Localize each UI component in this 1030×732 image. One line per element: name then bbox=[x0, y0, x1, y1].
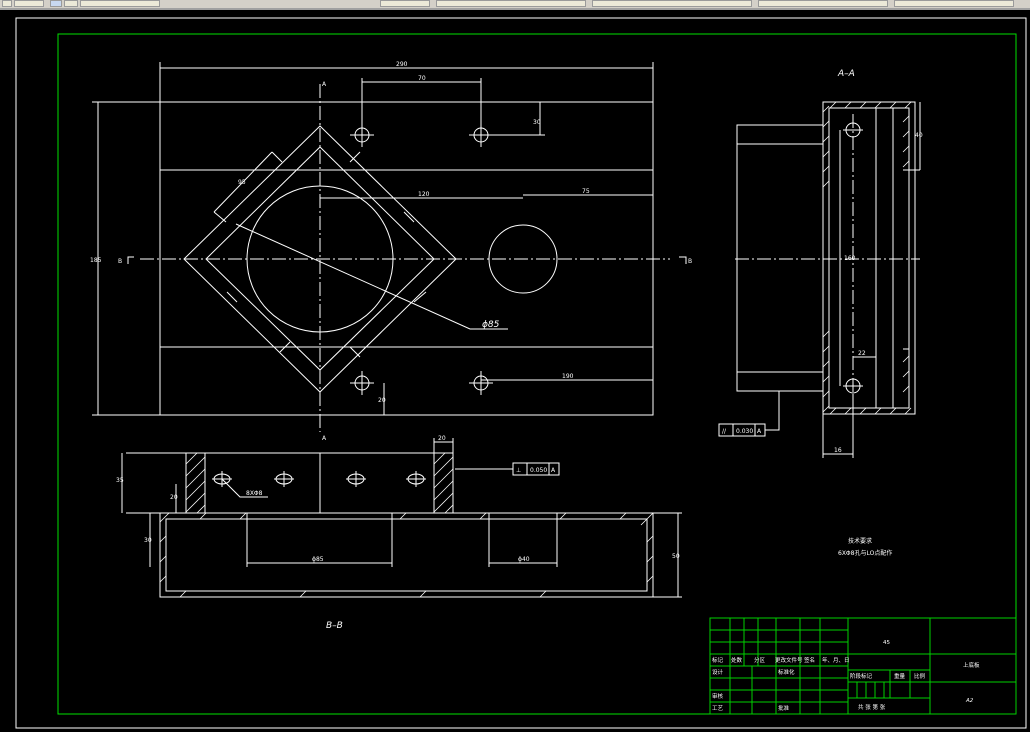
dim-offset: 75 bbox=[582, 188, 590, 195]
layer-dropdown[interactable] bbox=[436, 0, 586, 7]
dim-bb-right-h: 50 bbox=[672, 553, 680, 560]
dim-lower-y: 20 bbox=[378, 397, 386, 404]
tb-material: 45 bbox=[883, 640, 890, 646]
toolbar-dropdown[interactable] bbox=[380, 0, 430, 7]
tb-label-date: 年、月、日 bbox=[822, 656, 850, 664]
tb-label-mark: 标记 bbox=[712, 656, 724, 664]
tb-weight: 重量 bbox=[894, 672, 906, 680]
drawing-canvas[interactable]: 290 70 30 185 95 120 75 190 20 ϕ85 A A B… bbox=[0, 8, 1030, 730]
print-icon[interactable] bbox=[80, 0, 160, 7]
dim-bb-top-w: 20 bbox=[438, 435, 446, 442]
dim-diamond: 95 bbox=[238, 179, 246, 186]
section-bb-view: B–B 8XΦ8 35 20 20 bbox=[116, 435, 682, 631]
perp-datum: A bbox=[551, 467, 556, 474]
linetype-dropdown[interactable] bbox=[592, 0, 752, 7]
dim-bb-left-h: 35 bbox=[116, 477, 124, 484]
tech-note-title: 技术要求 bbox=[848, 537, 872, 545]
dim-hole-y: 30 bbox=[533, 119, 541, 126]
tb-part-name: 上底板 bbox=[963, 661, 980, 669]
hole-label: 8XΦ8 bbox=[246, 490, 263, 497]
tech-note-line: 6XΦ8孔与LO点配作 bbox=[838, 549, 892, 557]
save-icon[interactable] bbox=[64, 0, 78, 7]
section-bb-label: B–B bbox=[326, 621, 343, 631]
plotstyle-dropdown[interactable] bbox=[894, 0, 1014, 7]
bb-base bbox=[159, 512, 654, 598]
tb-review: 审核 bbox=[712, 692, 724, 700]
tb-label-count: 处数 bbox=[731, 656, 743, 664]
tb-scale: 比例 bbox=[914, 672, 926, 680]
diameter-label: ϕ85 bbox=[482, 320, 500, 330]
sheet-border bbox=[15, 17, 1027, 729]
tb-design: 设计 bbox=[712, 668, 724, 676]
tb-sheet-size: A2 bbox=[965, 698, 974, 704]
cad-drawing: 290 70 30 185 95 120 75 190 20 ϕ85 A A B… bbox=[15, 17, 1027, 729]
dim-aa-top: 40 bbox=[915, 132, 923, 139]
section-aa-view: A–A bbox=[718, 69, 923, 458]
cut-b-right: B bbox=[688, 258, 692, 265]
cut-a-bottom: A bbox=[322, 435, 327, 442]
dim-overall-height: 185 bbox=[90, 257, 102, 264]
flatness-value: 0.030 bbox=[736, 428, 753, 435]
section-aa-label: A–A bbox=[837, 69, 855, 79]
app-icon[interactable] bbox=[50, 0, 62, 7]
drawing-frame bbox=[57, 33, 1017, 715]
tb-stage: 阶段标记 bbox=[850, 672, 873, 680]
perp-value: 0.050 bbox=[530, 467, 547, 474]
flatness-datum: A bbox=[757, 428, 762, 435]
svg-text:⊥: ⊥ bbox=[516, 467, 521, 474]
dim-aa-bottom: 16 bbox=[834, 447, 842, 454]
svg-text://: // bbox=[722, 428, 727, 435]
dim-bb-phi85: ϕ85 bbox=[312, 556, 324, 563]
tb-standard: 标准化 bbox=[778, 668, 795, 676]
cut-a-top: A bbox=[322, 81, 327, 88]
tb-process: 工艺 bbox=[712, 705, 724, 712]
tb-label-zone: 分区 bbox=[754, 656, 766, 664]
tb-label-change: 更改文件号 bbox=[775, 656, 803, 664]
dim-bb-left-small: 20 bbox=[170, 494, 178, 501]
lineweight-dropdown[interactable] bbox=[758, 0, 888, 7]
perp-callout bbox=[512, 462, 560, 476]
dim-aa-height: 160 bbox=[844, 255, 856, 262]
flatness-callout bbox=[718, 423, 766, 437]
minimize-icon[interactable] bbox=[2, 0, 12, 7]
tb-approve: 批准 bbox=[778, 704, 790, 712]
cut-b-left: B bbox=[118, 258, 122, 265]
title-block: 45 上底板 A2 标记 处数 分区 更改文件号 签名 年、月、日 设计 标准化… bbox=[709, 617, 1017, 715]
tb-label-sign: 签名 bbox=[804, 656, 815, 664]
top-view: 290 70 30 185 95 120 75 190 20 ϕ85 A A B… bbox=[90, 61, 692, 442]
dim-overall-width: 290 bbox=[396, 61, 408, 68]
dim-aa-22: 22 bbox=[858, 350, 866, 357]
toolbar-button[interactable] bbox=[14, 0, 44, 7]
dim-lower-hole: 190 bbox=[562, 373, 574, 380]
tb-sheet-info: 共 张 第 张 bbox=[858, 703, 886, 711]
dim-center-dist: 120 bbox=[418, 191, 430, 198]
dim-bb-lower-h: 30 bbox=[144, 537, 152, 544]
dim-hole-x: 70 bbox=[418, 75, 426, 82]
dim-bb-phi40: ϕ40 bbox=[518, 556, 530, 563]
